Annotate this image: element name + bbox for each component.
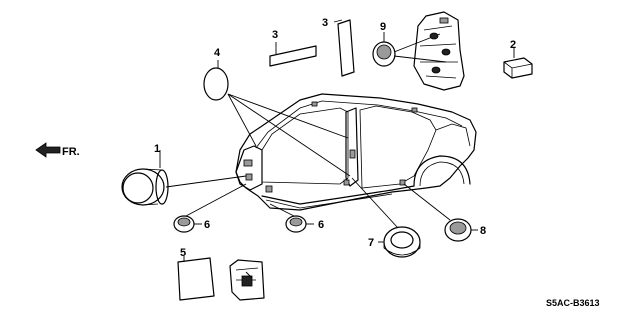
callout-5: 5 [180, 247, 186, 259]
part-4-plug: 4 [203, 47, 351, 177]
callout-3b: 3 [322, 17, 328, 29]
callout-6a: 6 [204, 219, 210, 231]
callout-7: 7 [368, 237, 374, 249]
part-9-grommet: 9 [372, 21, 447, 67]
part-6-grommet-right: 6 [269, 203, 324, 233]
callout-3a: 3 [272, 29, 278, 41]
front-direction-label: FR. [62, 146, 80, 158]
diagram-code: S5AC-B3613 [546, 298, 600, 308]
rear-inner-panel [413, 11, 465, 91]
callout-8: 8 [480, 225, 486, 237]
part-1-grommet: 1 [121, 143, 247, 206]
callout-1: 1 [154, 143, 160, 155]
front-arrow-icon [35, 142, 61, 158]
part-3-seal-pad: 3 [322, 17, 355, 77]
callout-6b: 6 [318, 219, 324, 231]
callout-2: 2 [510, 39, 516, 51]
part-5-seal-pad: 5 [177, 247, 265, 301]
part-2-seal-block: 2 [503, 39, 533, 79]
part-8-grommet: 8 [403, 183, 486, 242]
part-7-grommet: 7 [351, 177, 421, 258]
callout-9: 9 [380, 21, 386, 33]
front-direction-indicator: FR. [35, 142, 80, 158]
callout-4: 4 [214, 47, 221, 59]
car-body-side-panel [235, 93, 477, 211]
part-3-seal-strip: 3 [269, 29, 317, 67]
part-6-grommet-left: 6 [173, 183, 247, 233]
